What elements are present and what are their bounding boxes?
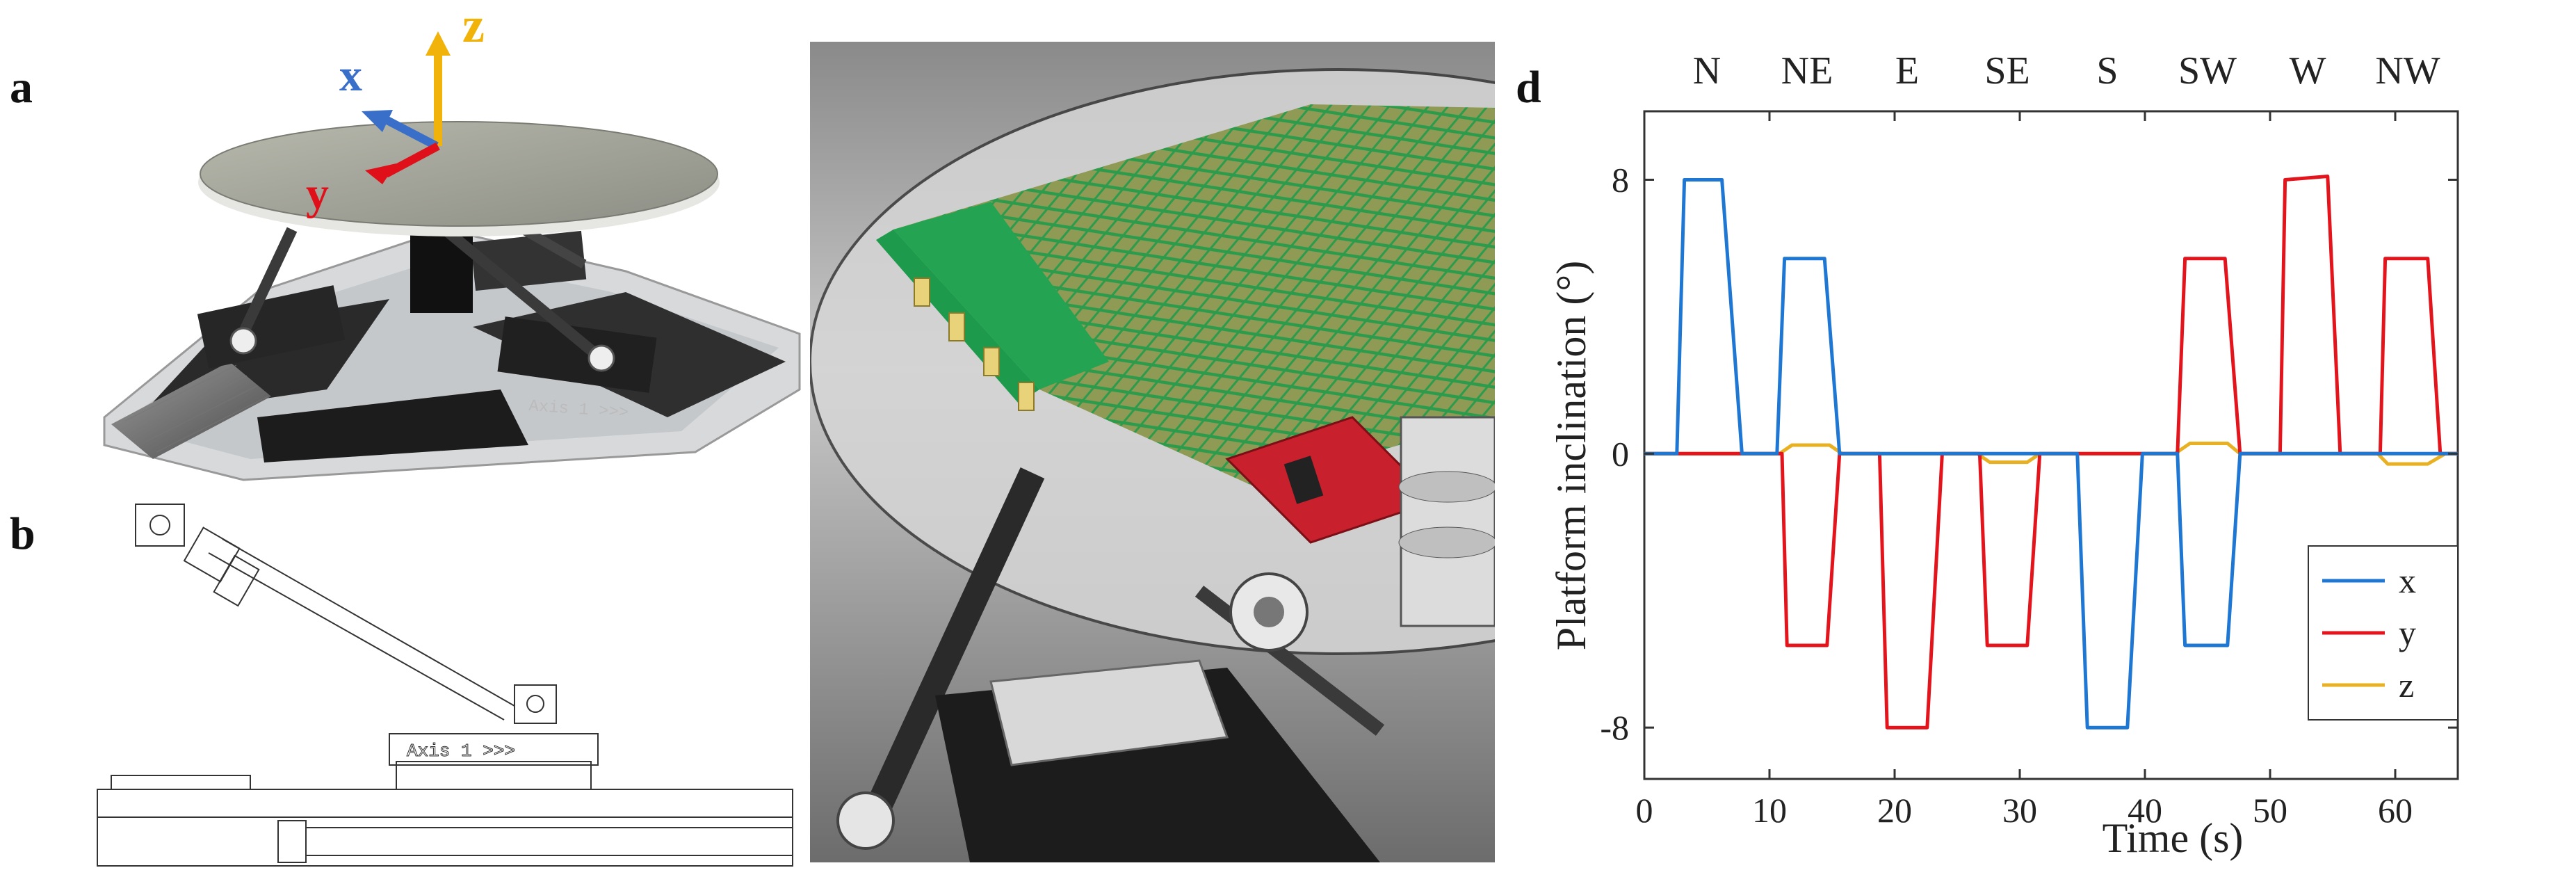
joint-top bbox=[135, 504, 185, 547]
x-axis-arrow bbox=[384, 115, 439, 150]
x-tick-label: 30 bbox=[2002, 791, 2037, 830]
carriage-label-side: Axis 1 >>> bbox=[407, 741, 515, 762]
y-axis-arrow bbox=[384, 142, 440, 178]
x-axis-title: Time (s) bbox=[2103, 815, 2244, 861]
joint-left bbox=[229, 327, 257, 355]
direction-label: W bbox=[2290, 49, 2326, 92]
panel-letter-b: b bbox=[10, 508, 35, 559]
carriage-right bbox=[497, 316, 657, 393]
joint-right bbox=[588, 344, 615, 372]
leg-strut bbox=[853, 467, 1045, 840]
legend-label-x: x bbox=[2399, 561, 2416, 600]
z-axis-label: z bbox=[462, 0, 485, 53]
y-tick-label: 0 bbox=[1612, 434, 1629, 473]
direction-label: NW bbox=[2375, 49, 2440, 92]
x-tick-label: 50 bbox=[2253, 791, 2287, 830]
direction-label: NE bbox=[1781, 49, 1833, 92]
cylinder-stack bbox=[1400, 416, 1495, 627]
sensor-pcb bbox=[893, 104, 1495, 487]
rail-front bbox=[257, 389, 528, 462]
direction-label: E bbox=[1895, 49, 1919, 92]
direction-label: SW bbox=[2178, 49, 2237, 92]
x-tick-label: 60 bbox=[2378, 791, 2413, 830]
rail-base bbox=[97, 789, 793, 818]
x-tick-label: 10 bbox=[1752, 791, 1787, 830]
x-tick-label: 0 bbox=[1636, 791, 1653, 830]
platform-render-illustration: Axis 1 >>> z x y bbox=[103, 0, 801, 481]
legend-label-z: z bbox=[2399, 666, 2414, 705]
x-axis-label: x bbox=[339, 50, 362, 101]
y-tick-label: -8 bbox=[1600, 708, 1629, 747]
mesh-pad bbox=[111, 362, 271, 459]
y-axis-label: y bbox=[306, 168, 329, 219]
panel-letter-a: a bbox=[10, 62, 33, 113]
closeup-render-illustration bbox=[810, 42, 1495, 862]
direction-label: S bbox=[2096, 49, 2118, 92]
side-view-line-drawing: Axis 1 >>> bbox=[97, 504, 793, 867]
x-tick-label: 40 bbox=[2128, 791, 2162, 830]
y-tick-label: 8 bbox=[1612, 160, 1629, 199]
leg-right bbox=[441, 225, 609, 367]
platform-disc bbox=[200, 121, 718, 227]
carriage-block bbox=[396, 761, 592, 790]
series-line-x bbox=[1644, 178, 2458, 730]
joint-bottom bbox=[514, 684, 557, 724]
y-axis-title: Platform inclination (°) bbox=[1548, 261, 1594, 651]
x-tick-label: 20 bbox=[1877, 791, 1912, 830]
panel-letter-d: d bbox=[1516, 62, 1541, 113]
direction-label: N bbox=[1693, 49, 1721, 92]
direction-label: SE bbox=[1984, 49, 2030, 92]
legend-label-y: y bbox=[2399, 613, 2416, 652]
